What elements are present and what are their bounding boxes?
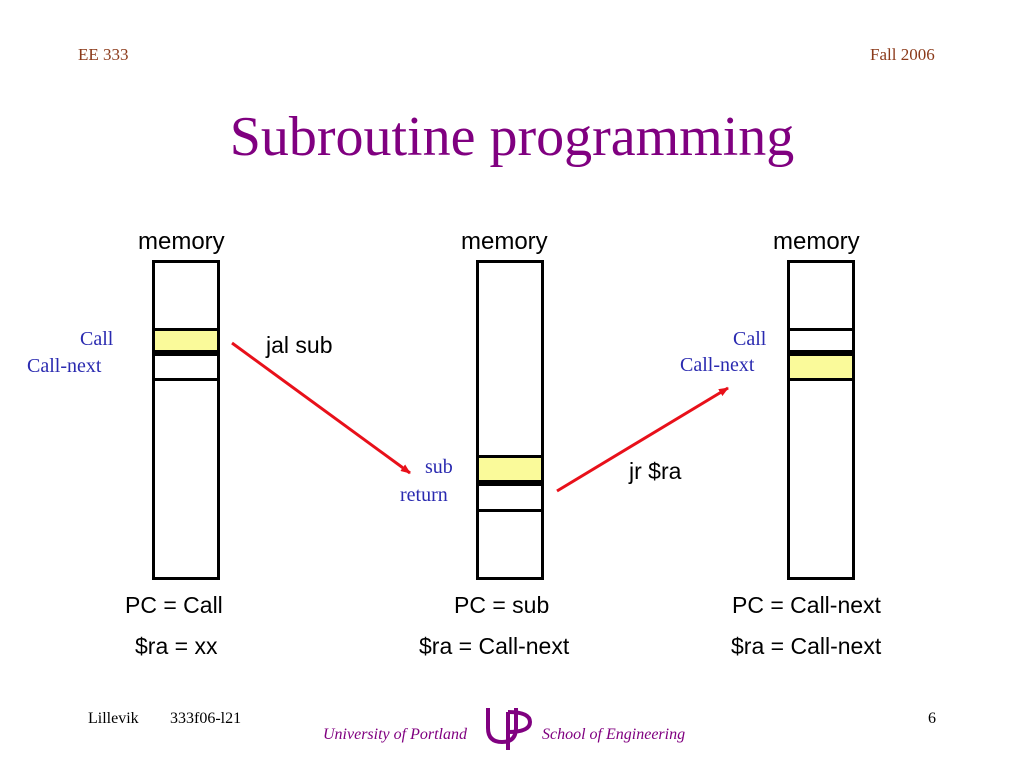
slot-label-call: Call [80,328,114,350]
jr-ra-label: jr $ra [629,458,682,484]
course-label: EE 333 [78,45,129,64]
jr-arrow [556,386,729,493]
jal-arrow [231,341,411,475]
memory-slot-call [152,328,220,353]
ra-value-3: $ra = Call-next [731,633,882,659]
memory-label-3: memory [773,228,860,255]
slide-title: Subroutine programming [229,106,795,168]
memory-column-1 [152,260,220,580]
slot-label-call-next: Call-next [27,355,102,377]
memory-slot-call-next [152,353,220,381]
slot-label-sub: sub [425,456,453,478]
slot-label-call-3: Call [733,328,767,350]
ra-value-2: $ra = Call-next [419,633,570,659]
up-logo-icon [486,708,533,750]
footer-school: School of Engineering [542,726,686,743]
memory-slot-sub [476,455,544,483]
footer-university: University of Portland [323,726,467,743]
ra-value-1: $ra = xx [135,633,218,659]
memory-label-2: memory [461,228,548,255]
page-number: 6 [928,710,936,727]
pc-value-2: PC = sub [454,592,550,618]
memory-column-3 [787,260,855,580]
footer-author: Lillevik [88,710,139,727]
slot-label-return: return [400,484,448,506]
pc-value-3: PC = Call-next [732,592,881,618]
memory-slot-call-3 [787,328,855,353]
pc-value-1: PC = Call [125,592,223,618]
memory-column-2 [476,260,544,580]
memory-slot-return [476,483,544,512]
jal-sub-label: jal sub [266,332,333,358]
memory-slot-call-next-3 [787,353,855,381]
footer-code: 333f06-l21 [170,710,242,727]
memory-label-1: memory [138,228,225,255]
slot-label-call-next-3: Call-next [680,354,755,376]
term-label: Fall 2006 [870,45,935,64]
